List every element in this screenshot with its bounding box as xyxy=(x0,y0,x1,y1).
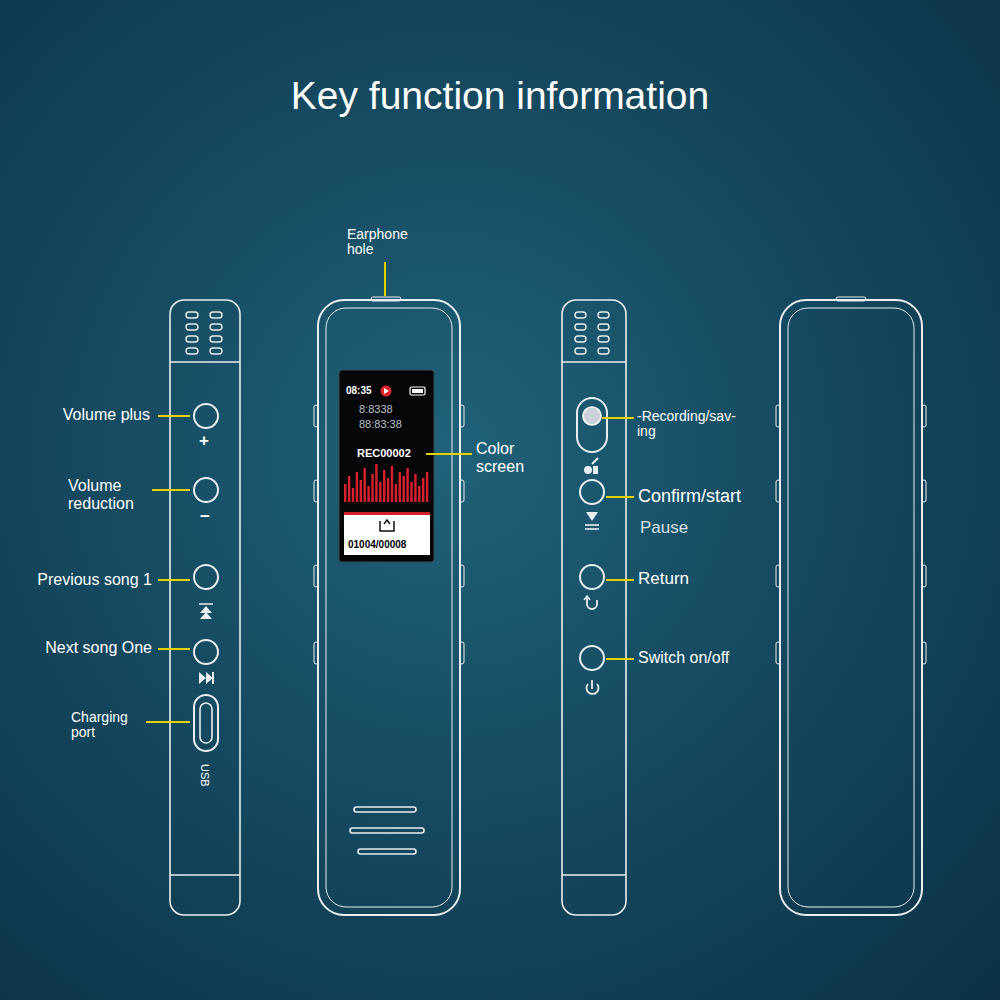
port-marking: USB xyxy=(199,764,211,787)
callout-label: Charging port xyxy=(71,710,145,741)
callout-label: Volume reduction xyxy=(68,477,158,512)
screen-readout: 88:83:38 xyxy=(359,418,402,430)
callout-label: Color screen xyxy=(476,440,546,475)
screen-readout: 8:8338 xyxy=(359,403,393,415)
callout-label: Earphone hole xyxy=(347,227,427,258)
screen-filename: REC00002 xyxy=(357,447,411,459)
callout-label: Pause xyxy=(640,519,688,538)
screen-clock: 08:35 xyxy=(346,385,372,396)
callout-label: -Recording/sav- ing xyxy=(637,409,749,440)
callout-label: Switch on/off xyxy=(638,649,729,667)
callout-label: Confirm/start xyxy=(638,487,741,507)
button-symbol: + xyxy=(199,432,209,451)
callout-label: Return xyxy=(638,570,689,589)
screen-counter: 01004/00008 xyxy=(348,539,406,550)
callout-label: Previous song 1 xyxy=(37,571,152,589)
callout-label: Next song One xyxy=(45,639,152,657)
button-symbol: − xyxy=(200,508,210,527)
callout-label: Volume plus xyxy=(63,406,150,424)
page-title: Key function information xyxy=(0,74,1000,118)
